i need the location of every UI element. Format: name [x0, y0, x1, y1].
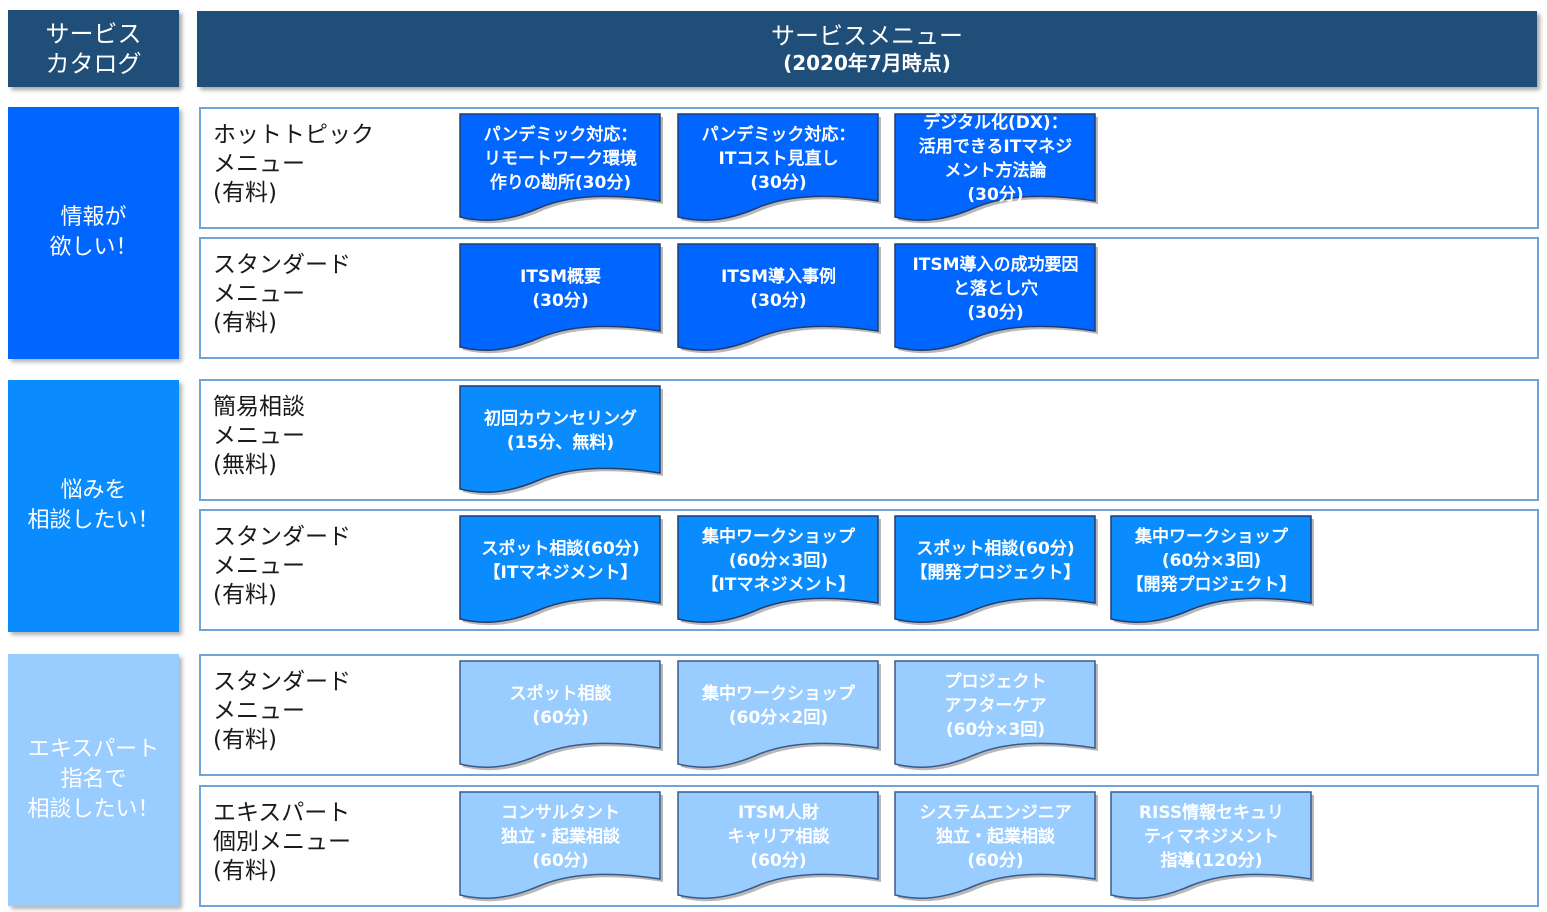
document-shape	[1110, 515, 1314, 626]
menu-card-label: 集中ワークショップ (60分×3回) 【開発プロジェクト】	[1126, 527, 1297, 595]
row-label: スタンダード メニュー (有料)	[213, 669, 351, 753]
menu-row: スタンダード メニュー (有料) スポット相談 (60分) 集中ワークショップ (6…	[199, 654, 1539, 776]
menu-card-label: ITSM概要 (30分)	[519, 267, 602, 311]
menu-card-label: スポット相談(60分) 【ITマネジメント】	[481, 539, 640, 583]
document-shape	[894, 113, 1098, 224]
menu-card[interactable]: スポット相談 (60分)	[459, 660, 663, 773]
menu-card-label: ITSM人財 キャリア相談 (60分)	[727, 803, 830, 871]
document-shape	[677, 515, 881, 626]
document-shape	[677, 660, 881, 771]
menu-card-label: 集中ワークショップ (60分×2回)	[702, 684, 855, 728]
document-shape	[459, 791, 663, 902]
menu-card[interactable]: パンデミック対応： リモートワーク環境 作りの勘所(30分)	[459, 113, 663, 226]
document-shape	[1110, 791, 1314, 902]
menu-card[interactable]: コンサルタント 独立・起業相談 (60分)	[459, 791, 663, 904]
menu-card-label: デジタル化(DX)： 活用できるITマネジ メント方法論 (30分)	[918, 113, 1073, 205]
document-shape	[459, 243, 663, 354]
menu-card-label: RISS情報セキュリ ティマネジメント 指導(120分)	[1138, 803, 1285, 871]
category-expert: エキスパート 指名で 相談したい！	[8, 654, 179, 906]
menu-card-label: 初回カウンセリング (15分、無料)	[484, 409, 637, 453]
row-label: 簡易相談 メニュー (無料)	[213, 394, 305, 478]
document-shape	[459, 385, 663, 496]
row-label: スタンダード メニュー (有料)	[213, 252, 351, 336]
document-shape	[894, 515, 1098, 626]
menu-row: ホットトピック メニュー (有料) パンデミック対応： リモートワーク環境 作りの…	[199, 107, 1539, 229]
document-shape	[459, 515, 663, 626]
menu-card[interactable]: スポット相談(60分) 【開発プロジェクト】	[894, 515, 1098, 628]
category-expert-label: エキスパート 指名で 相談したい！	[27, 737, 160, 822]
menu-row: エキスパート 個別メニュー (有料) コンサルタント 独立・起業相談 (60分) I…	[199, 785, 1539, 907]
document-shape	[459, 660, 663, 771]
menu-card[interactable]: パンデミック対応： ITコスト見直し (30分)	[677, 113, 881, 226]
document-shape	[894, 660, 1098, 771]
menu-card[interactable]: 集中ワークショップ (60分×3回) 【ITマネジメント】	[677, 515, 881, 628]
menu-card[interactable]: デジタル化(DX)： 活用できるITマネジ メント方法論 (30分)	[894, 113, 1098, 226]
menu-card-label: パンデミック対応： ITコスト見直し (30分)	[701, 125, 856, 193]
document-shape	[677, 113, 881, 224]
menu-card[interactable]: システムエンジニア 独立・起業相談 (60分)	[894, 791, 1098, 904]
menu-card-label: スポット相談 (60分)	[509, 684, 612, 728]
category-info-label: 情報が 欲しい！	[49, 205, 138, 260]
row-label: ホットトピック メニュー (有料)	[213, 122, 374, 206]
menu-card[interactable]: 集中ワークショップ (60分×3回) 【開発プロジェクト】	[1110, 515, 1314, 628]
menu-row: 簡易相談 メニュー (無料) 初回カウンセリング (15分、無料)	[199, 379, 1539, 501]
menu-card-label: プロジェクト アフターケア (60分×3回)	[944, 672, 1047, 740]
menu-card-label: スポット相談(60分) 【開発プロジェクト】	[910, 539, 1081, 583]
menu-card[interactable]: ITSM導入事例 (30分)	[677, 243, 881, 356]
menu-card-label: システムエンジニア 独立・起業相談 (60分)	[919, 803, 1072, 871]
menu-card[interactable]: ITSM概要 (30分)	[459, 243, 663, 356]
document-shape	[459, 113, 663, 224]
menu-header: サービスメニュー (2020年7月時点)	[197, 11, 1537, 87]
menu-row: スタンダード メニュー (有料) スポット相談(60分) 【ITマネジメント】 集中…	[199, 509, 1539, 631]
menu-card[interactable]: プロジェクト アフターケア (60分×3回)	[894, 660, 1098, 773]
category-consult-label: 悩みを 相談したい！	[27, 478, 160, 533]
menu-card[interactable]: 初回カウンセリング (15分、無料)	[459, 385, 663, 498]
row-label: スタンダード メニュー (有料)	[213, 524, 351, 608]
catalog-header: サービス カタログ	[8, 10, 179, 87]
row-label: エキスパート 個別メニュー (有料)	[213, 800, 351, 884]
document-shape	[894, 243, 1098, 354]
menu-card[interactable]: 集中ワークショップ (60分×2回)	[677, 660, 881, 773]
document-shape	[894, 791, 1098, 902]
document-shape	[677, 791, 881, 902]
menu-card[interactable]: ITSM人財 キャリア相談 (60分)	[677, 791, 881, 904]
menu-header-subtitle: (2020年7月時点)	[783, 51, 951, 75]
menu-card[interactable]: ITSM導入の成功要因 と落とし穴 (30分)	[894, 243, 1098, 356]
category-consult: 悩みを 相談したい！	[8, 380, 179, 632]
document-shape	[677, 243, 881, 354]
menu-card-label: 集中ワークショップ (60分×3回) 【ITマネジメント】	[701, 527, 856, 595]
menu-card-label: パンデミック対応： リモートワーク環境 作りの勘所(30分)	[483, 125, 638, 193]
menu-card-label: コンサルタント 独立・起業相談 (60分)	[501, 803, 620, 871]
menu-header-title: サービスメニュー	[771, 22, 963, 50]
category-info: 情報が 欲しい！	[8, 107, 179, 359]
menu-card[interactable]: スポット相談(60分) 【ITマネジメント】	[459, 515, 663, 628]
menu-card-label: ITSM導入事例 (30分)	[720, 267, 837, 311]
menu-row: スタンダード メニュー (有料) ITSM概要 (30分) ITSM導入事例 (30…	[199, 237, 1539, 359]
menu-card-label: ITSM導入の成功要因 と落とし穴 (30分)	[912, 255, 1079, 323]
menu-card[interactable]: RISS情報セキュリ ティマネジメント 指導(120分)	[1110, 791, 1314, 904]
catalog-header-label: サービス カタログ	[45, 19, 142, 78]
